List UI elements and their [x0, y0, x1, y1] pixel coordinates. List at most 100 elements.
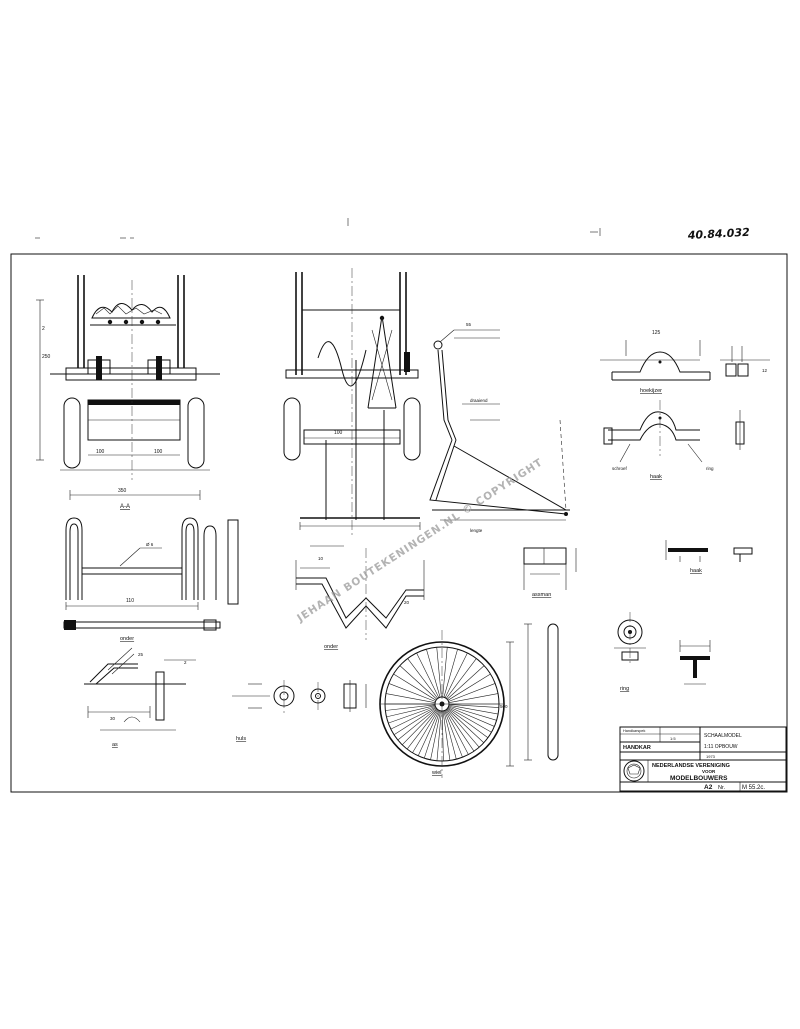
svg-text:100: 100 [96, 449, 105, 455]
svg-text:125: 125 [652, 330, 661, 336]
wheel-spoke [390, 706, 436, 730]
wheel-spoke [385, 693, 436, 704]
svg-text:10: 10 [318, 556, 324, 561]
wheel-spoke [436, 647, 442, 698]
rod-detail [524, 623, 559, 761]
wheel-spoke [416, 652, 440, 698]
wheel-spoke [445, 658, 477, 699]
svg-text:ring: ring [706, 466, 714, 471]
axle-label: onder [120, 636, 134, 642]
title-block-scale: 1:5 [670, 736, 676, 741]
wheel-spoke [406, 709, 438, 750]
small-part-label: assman [532, 592, 551, 598]
wheel-spoke [442, 647, 448, 698]
t-part [679, 640, 711, 685]
wheel-spoke [448, 706, 495, 727]
small-ring-label: ring [620, 686, 629, 692]
wheel-spoke [401, 708, 438, 746]
side-view: 100 [283, 268, 421, 535]
wheel-spoke [446, 709, 480, 748]
lever-detail: 25 2 30 [84, 647, 196, 731]
right-top-detail: 125 12 [600, 330, 770, 381]
svg-text:12: 12 [762, 368, 768, 373]
svg-text:Ø 6: Ø 6 [146, 542, 154, 547]
wheel-spoke [386, 705, 436, 718]
wheel-spoke [441, 710, 444, 761]
wheel-spoke [443, 710, 457, 760]
wheel-spoke [385, 704, 436, 711]
wheel-spoke [430, 710, 441, 760]
svg-text:25: 25 [138, 652, 144, 657]
svg-text:100: 100 [154, 449, 163, 455]
svg-text:schroef: schroef [612, 466, 628, 471]
wheel-spoke [399, 665, 438, 700]
wheel-spoke [442, 710, 451, 761]
svg-text:350: 350 [118, 488, 127, 494]
wheel-spoke [426, 649, 441, 698]
svg-text:lengte: lengte [470, 528, 483, 533]
wheel-hub-label: huls [236, 736, 246, 742]
title-block-org-line1: NEDERLANDSE VERENIGING [652, 763, 730, 769]
title-block [619, 726, 787, 792]
svg-text:draaiend: draaiend [470, 398, 488, 403]
axle-view: Ø 6 110 [65, 517, 239, 610]
wheel-spoke [448, 704, 499, 708]
wheel-spoke [407, 658, 439, 699]
wheel-spoke [447, 673, 491, 701]
wheel-spoke [445, 709, 475, 752]
bracket-label: haak [650, 474, 662, 480]
svg-text:250: 250 [42, 354, 51, 360]
small-part [523, 547, 577, 590]
drawing-border [10, 253, 788, 793]
title-block-header: HANDKAR [623, 745, 651, 751]
wheel-label: wiel [431, 770, 441, 776]
svg-text:500: 500 [500, 704, 508, 709]
title-block-sub: Handkarspek [623, 729, 645, 733]
svg-text:2: 2 [184, 660, 187, 665]
wheel-spoke [446, 708, 485, 743]
copyright-watermark: JEHAAN BOUTEKENINGEN.NL © COPYRIGHT [294, 456, 545, 625]
wheel-spoke [412, 709, 439, 753]
drawing-number: 40.84.032 [686, 226, 750, 242]
wheel-spoke [448, 704, 499, 715]
svg-text:110: 110 [126, 598, 134, 604]
svg-text:30: 30 [110, 716, 116, 721]
title-block-org-line2: VOOR [702, 769, 716, 774]
svg-text:2: 2 [42, 326, 45, 332]
wheel-spoke [446, 665, 485, 700]
title-block-right-line2: 1:11 OPBOUW [704, 744, 738, 750]
shaft-detail: 55 draaiend lengte [429, 322, 570, 533]
title-block-right-line1: SCHAALMODEL [704, 733, 742, 739]
shaft-detail-label: as [112, 742, 118, 748]
wheel-spoke [444, 710, 463, 758]
wheel-spoke [447, 707, 489, 738]
wheel-spoke [417, 710, 440, 756]
title-block-sheet-no: M 55.2c. [742, 785, 765, 791]
svg-text:100: 100 [334, 430, 343, 436]
axle-detail: 10 20 [295, 545, 425, 640]
svg-text:20: 20 [404, 600, 410, 605]
wheel-spoke [436, 710, 442, 761]
wheel-spoke [447, 707, 492, 733]
wheel-spoke [388, 706, 436, 724]
front-view-label: A-A [120, 504, 130, 510]
wheel-spoke [397, 708, 437, 741]
title-block-sheet-no-label: Nr. [718, 785, 726, 791]
wheel-spoke [444, 652, 468, 698]
wheel-spoke [448, 693, 499, 704]
top-margin-marks [35, 218, 601, 239]
wheel-spoke [443, 649, 458, 698]
front-view: 2 250 350 100 100 [36, 275, 220, 500]
hub-detail [232, 680, 367, 716]
wheel-spoke [423, 710, 441, 759]
wheel-spoke [448, 705, 497, 721]
right-detail-label: hoekijzer [640, 388, 662, 394]
small-ring [614, 612, 646, 666]
axle-detail-label: onder [324, 644, 338, 650]
axle-bar [63, 619, 221, 631]
right-angle-piece [665, 540, 753, 562]
wheel: 500 [379, 630, 514, 778]
right-hook-detail: schroef ring [603, 400, 745, 471]
wheel-spoke [444, 710, 469, 755]
